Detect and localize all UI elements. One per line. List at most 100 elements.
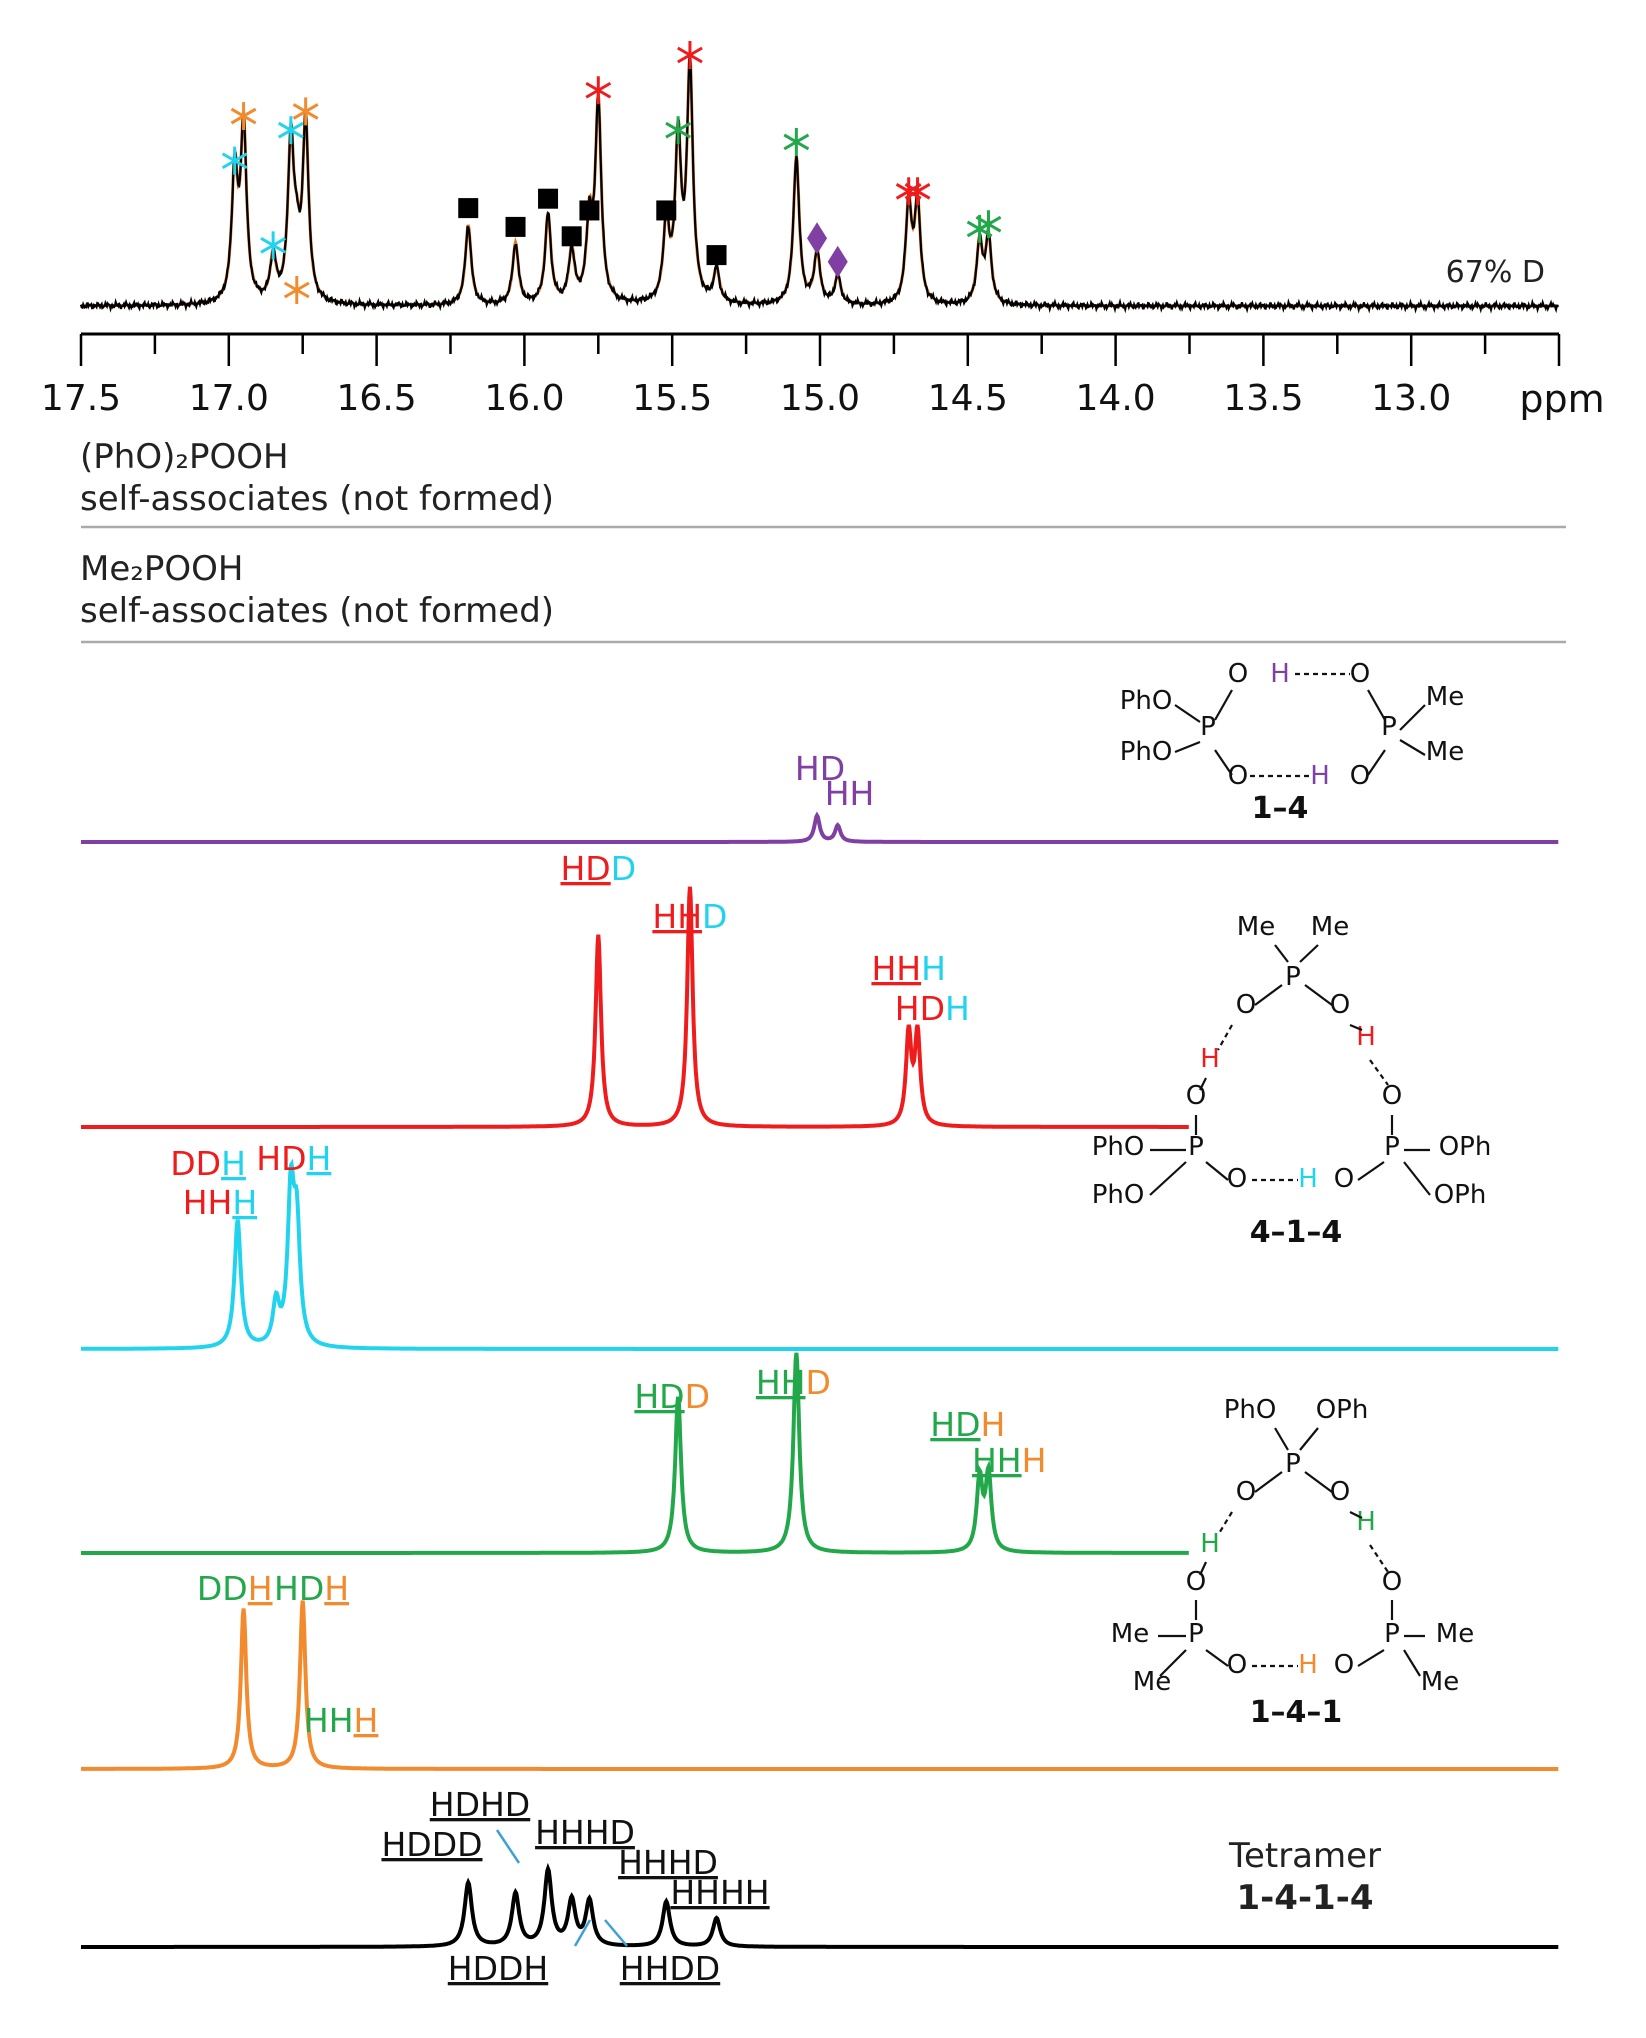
tetramer-caption: Tetramer 1-4-1-4	[1225, 1835, 1385, 1919]
peak-label: HHH	[304, 1701, 378, 1740]
square-marker	[505, 216, 526, 237]
simulated-spectra	[81, 811, 1559, 1949]
red-series-trace	[81, 886, 1189, 1129]
label-connector	[573, 1919, 592, 1947]
structure-atom: PhO	[1120, 686, 1173, 716]
structure-atom: O	[1330, 990, 1350, 1020]
peak-label: HH	[825, 774, 875, 813]
structure-atom: Me	[1426, 682, 1464, 712]
green-series-trace	[81, 1352, 1189, 1555]
structure-atom: PhO	[1092, 1132, 1145, 1162]
label-connector	[495, 1829, 521, 1864]
tick-label: 15.5	[632, 378, 712, 419]
structure-atom: OPh	[1316, 1395, 1369, 1425]
peak-label: HD	[795, 749, 845, 788]
structure-atom: H	[1200, 1044, 1220, 1074]
square-marker	[706, 245, 727, 266]
asterisk-marker	[278, 116, 304, 145]
phopooh-caption: (PhO)₂POOH self-associates (not formed)	[80, 436, 554, 520]
tetramer-label: HDHD	[430, 1785, 530, 1824]
structure-atom: O	[1227, 1650, 1247, 1680]
structure-atom: H	[1298, 1164, 1318, 1194]
structure-atom: H	[1310, 761, 1330, 791]
phopooh-line1: (PhO)₂POOH	[80, 437, 289, 477]
tick-label: 13.0	[1371, 378, 1451, 419]
square-marker	[561, 226, 582, 247]
asterisk-marker	[221, 146, 248, 175]
structure-atom: O	[1228, 659, 1248, 689]
structure-atom: PhO	[1092, 1180, 1145, 1210]
tick-label: 15.0	[780, 378, 860, 419]
structure-atom: OPh	[1439, 1132, 1492, 1162]
structure-atom: O	[1350, 659, 1370, 689]
peak-label: HDH	[274, 1569, 349, 1608]
section-dividers	[81, 525, 1566, 644]
tick-label: 14.0	[1076, 378, 1156, 419]
peak-label: HHD	[756, 1363, 831, 1402]
structure-atom: P	[1188, 1619, 1204, 1649]
peak-label: HHH	[972, 1441, 1046, 1480]
diamond-marker	[807, 222, 828, 255]
peak-label: HHH	[871, 949, 945, 988]
square-marker	[579, 200, 600, 221]
structure-atom: 4–1–4	[1250, 1215, 1343, 1250]
tetramer-caption-line2: 1-4-1-4	[1236, 1878, 1374, 1918]
structure-atom: P	[1384, 1132, 1400, 1162]
peak-label: DDH	[197, 1569, 273, 1608]
tick-label: 16.0	[484, 378, 564, 419]
tetramer-caption-line1: Tetramer	[1228, 1836, 1382, 1876]
tetramer-series-trace	[81, 1862, 1559, 1949]
peak-label: HDH	[895, 989, 970, 1028]
tetramer-label: HHHD	[618, 1843, 718, 1882]
structure-atom: O	[1382, 1081, 1402, 1111]
structure-atom: 1–4–1	[1250, 1695, 1343, 1730]
structure-atom: O	[1236, 990, 1256, 1020]
diamond-marker	[827, 245, 848, 278]
tick-label: 14.5	[928, 378, 1008, 419]
peak-label: DDH	[170, 1144, 246, 1183]
peak-markers	[221, 41, 1002, 304]
tetramer-label: HHDD	[620, 1949, 720, 1988]
asterisk-marker	[292, 97, 319, 126]
structure-atom: Me	[1237, 912, 1275, 942]
tetramer-label: HHHH	[670, 1873, 769, 1912]
cyan-series-trace	[81, 1158, 1559, 1351]
structure-atom: Me	[1311, 912, 1349, 942]
asterisk-marker	[677, 41, 703, 69]
asterisk-marker	[783, 127, 810, 156]
structure-atom: O	[1330, 1477, 1350, 1507]
structure-atom: PhO	[1224, 1395, 1277, 1425]
tick-label: 17.5	[41, 378, 121, 419]
peak-label: HDD	[560, 849, 636, 888]
label-connector	[604, 1919, 628, 1947]
x-axis-label: ppm	[1519, 377, 1604, 421]
structure-atom: O	[1186, 1567, 1206, 1597]
structure-atom: H	[1356, 1507, 1376, 1537]
structure-atom: Me	[1426, 737, 1464, 767]
structure-atom: Me	[1111, 1619, 1149, 1649]
peak-label: HHD	[652, 897, 727, 936]
asterisk-marker	[230, 102, 257, 131]
square-marker	[656, 200, 677, 221]
structure-atom: P	[1188, 1132, 1204, 1162]
structure-atom: 1–4	[1252, 791, 1309, 826]
asterisk-marker	[975, 210, 1002, 239]
experimental-trace	[79, 53, 1560, 314]
structure-atom: O	[1334, 1164, 1354, 1194]
structure-atom: PhO	[1120, 737, 1173, 767]
peak-label: HDH	[930, 1405, 1005, 1444]
peak-label: HDH	[256, 1139, 331, 1178]
peak-label: HDD	[634, 1377, 710, 1416]
structure-atom: O	[1350, 761, 1370, 791]
tetramer-label: HDDD	[381, 1825, 482, 1864]
orange-series-trace	[81, 1600, 1559, 1771]
structure-atom: H	[1270, 659, 1290, 689]
me2pooh-line1: Me₂POOH	[80, 549, 244, 589]
square-marker	[458, 198, 479, 219]
tick-label: 13.5	[1223, 378, 1303, 419]
structure-atom: P	[1200, 712, 1216, 742]
